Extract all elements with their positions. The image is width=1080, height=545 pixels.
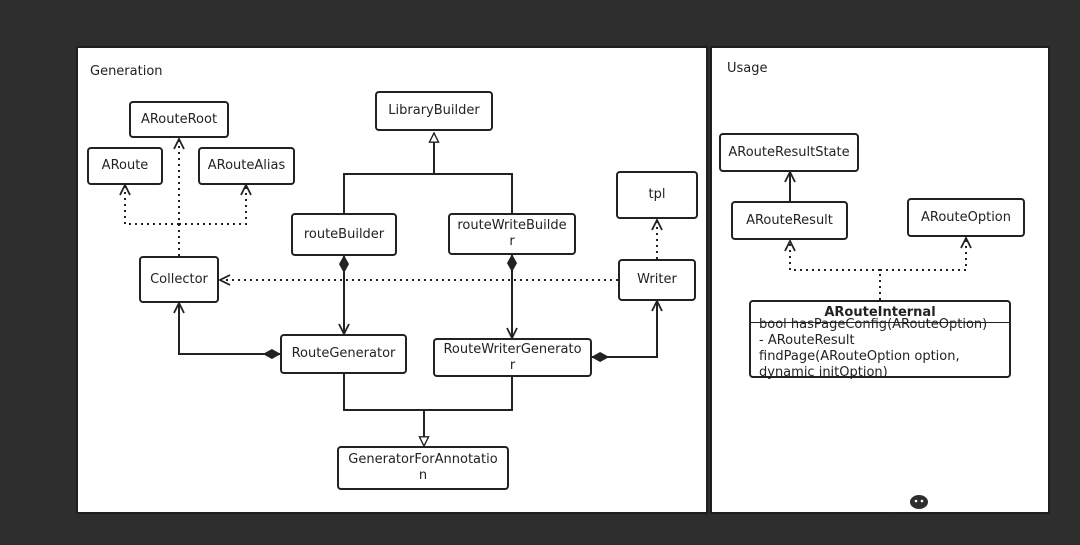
writer-node: Writer [618, 259, 696, 301]
routegenerator-inherit-line [343, 374, 424, 411]
aroute-internal-class-name: ARouteInternal [751, 302, 1009, 323]
aroute-result-node: ARouteResult [731, 201, 848, 240]
routewritergenerator-to-writer-link [592, 301, 657, 357]
watermark: 闲鱼技术 [888, 480, 1026, 516]
aroute-option-node: ARouteOption [907, 198, 1025, 237]
aroute-node: ARoute [87, 147, 163, 185]
route-generator-node: RouteGenerator [280, 334, 407, 374]
route-builder-node: routeBuilder [291, 213, 397, 256]
generation-title: Generation [90, 64, 163, 79]
library-builder-node: LibraryBuilder [375, 91, 493, 131]
class-member-has-page-config: bool hasPageConfig(ARouteOption) [759, 317, 988, 332]
routewritebuilder-inherit-line [434, 173, 513, 213]
aroute-internal-class: ARouteInternal bool hasPageConfig(ARoute… [749, 300, 1011, 380]
collector-to-aroutealias-link [179, 185, 246, 225]
wechat-logo-icon [890, 485, 930, 513]
collector-to-aroute-link [125, 185, 179, 225]
watermark-text: 闲鱼技术 [938, 488, 1027, 513]
aroute-internal-class-members: bool hasPageConfig(ARouteOption) - ARout… [751, 317, 1009, 387]
route-writer-generator-node: RouteWriterGenerato r [433, 338, 592, 377]
collector-node: Collector [139, 256, 219, 303]
aroute-result-state-node: ARouteResultState [719, 133, 859, 172]
routegenerator-to-collector-link [179, 303, 280, 354]
aroute-root-node: ARouteRoot [129, 101, 229, 138]
usage-title: Usage [727, 61, 768, 76]
route-write-builder-node: routeWriteBuilde r [448, 213, 576, 255]
routebuilder-inherit-line [343, 173, 434, 213]
internal-to-arouteresult-link [790, 241, 881, 300]
class-member-find-page: - ARouteResult findPage(ARouteOption opt… [759, 333, 960, 380]
internal-to-arouteoption-link [880, 238, 966, 271]
generator-for-annotation-node: GeneratorForAnnotatio n [337, 446, 509, 490]
aroute-alias-node: ARouteAlias [198, 147, 295, 185]
tpl-node: tpl [616, 171, 698, 219]
routewritergenerator-inherit-line [424, 377, 513, 411]
